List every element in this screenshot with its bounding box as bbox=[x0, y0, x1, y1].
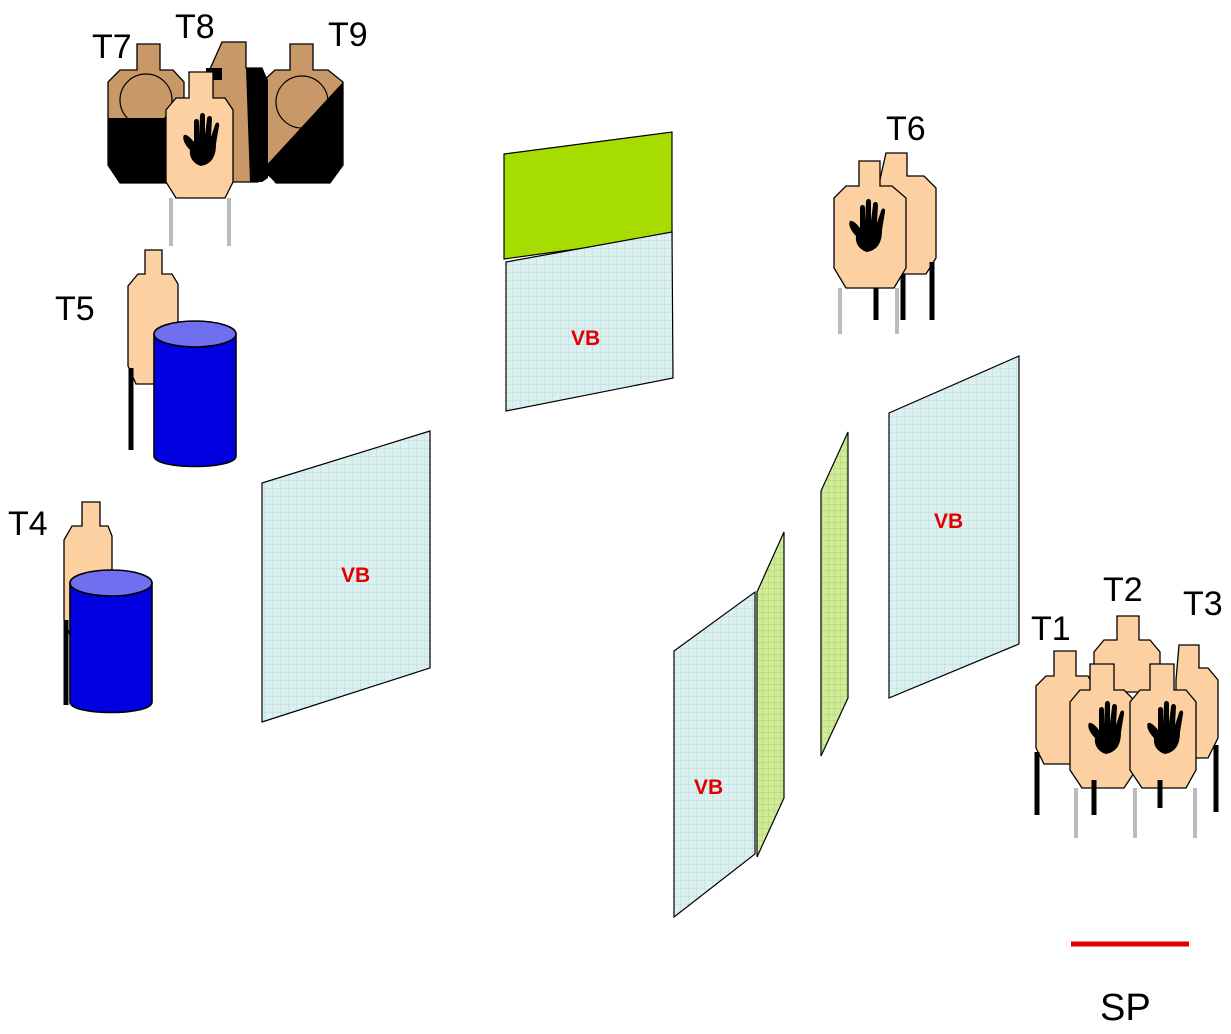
target-label-t3: T3 bbox=[1183, 585, 1223, 623]
target-label-t6: T6 bbox=[886, 110, 926, 148]
target-label-t2: T2 bbox=[1103, 571, 1143, 609]
barrel-t4 bbox=[69, 569, 153, 714]
no-shoot-target-t7-t9-front bbox=[165, 71, 234, 199]
vb-label-right: VB bbox=[934, 510, 963, 533]
target-t9-body bbox=[261, 43, 344, 184]
barrel-t5 bbox=[153, 320, 237, 468]
start-position-label: SP bbox=[1100, 987, 1151, 1029]
vb-label-top: VB bbox=[571, 327, 600, 350]
vision-barrier-right bbox=[888, 355, 1020, 699]
low-wall-lower bbox=[756, 531, 785, 858]
vision-barrier-top bbox=[505, 231, 674, 412]
barrel-icon bbox=[69, 569, 153, 597]
target-label-t8: T8 bbox=[175, 8, 215, 46]
wall-right: VB bbox=[888, 355, 1020, 699]
vb-label-left: VB bbox=[341, 564, 370, 587]
target-label-t7: T7 bbox=[92, 28, 132, 66]
low-wall-upper bbox=[820, 431, 849, 757]
target-label-t9: T9 bbox=[328, 16, 368, 54]
wall-top: VB bbox=[503, 131, 674, 412]
vision-barrier-bottom bbox=[673, 590, 756, 919]
vb-label-bottom: VB bbox=[694, 776, 723, 799]
target-label-t1: T1 bbox=[1031, 610, 1071, 648]
wall-bottom: VB bbox=[673, 590, 756, 919]
target-label-t4: T4 bbox=[8, 505, 48, 543]
target-group-t1-t2-t3 bbox=[1034, 615, 1219, 838]
target-group-t7-t8-t9 bbox=[107, 41, 344, 246]
target-t7-body bbox=[107, 43, 185, 184]
wall-left: VB bbox=[261, 430, 431, 723]
target-label-t5: T5 bbox=[55, 290, 95, 328]
barrel-icon bbox=[153, 320, 237, 348]
target-t6 bbox=[833, 152, 937, 334]
vision-barrier-left bbox=[261, 430, 431, 723]
